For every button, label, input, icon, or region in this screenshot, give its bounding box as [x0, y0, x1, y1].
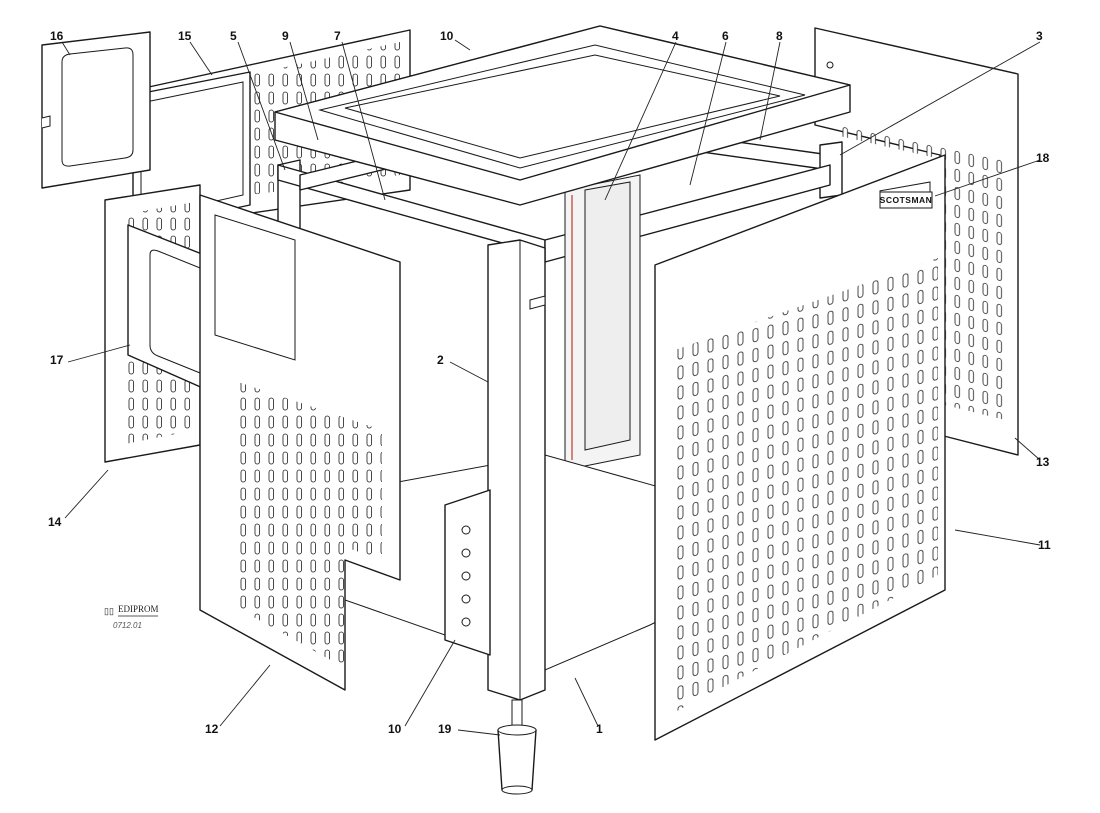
callout-5: 5: [230, 29, 237, 43]
leader-lines: [61, 39, 1041, 736]
callout-10-top: 10: [440, 29, 454, 43]
callout-15: 15: [178, 29, 192, 43]
callout-2: 2: [437, 353, 444, 367]
callout-3: 3: [1036, 29, 1043, 43]
svg-text:▯▯: ▯▯: [104, 606, 114, 616]
brand-plate-text: SCOTSMAN: [880, 195, 933, 205]
callout-11: 11: [1038, 538, 1051, 552]
top-lid: [274, 25, 851, 206]
callout-12: 12: [205, 722, 219, 736]
brand-plate: SCOTSMAN: [879, 191, 933, 209]
callout-10-bottom: 10: [388, 722, 402, 736]
callout-7: 7: [334, 29, 341, 43]
callout-14: 14: [48, 515, 62, 529]
adjustable-foot: [497, 699, 537, 795]
lower-bracket: [444, 489, 491, 656]
publisher-logo-text: EDIPROM: [118, 604, 159, 614]
callout-13: 13: [1036, 455, 1050, 469]
front-right-panel: [654, 154, 946, 741]
front-left-panel: [199, 194, 401, 691]
callout-18: 18: [1036, 151, 1050, 165]
publisher-logo: ▯▯ EDIPROM 0712.01: [104, 604, 159, 630]
front-corner-post: [487, 239, 546, 701]
callout-6: 6: [722, 29, 729, 43]
callout-labels: 16 15 5 9 7 10 4 6 8 3 18 2 17 14 13 11 …: [48, 29, 1051, 736]
callout-16: 16: [50, 29, 64, 43]
callout-9: 9: [282, 29, 289, 43]
callout-19: 19: [438, 722, 452, 736]
callout-8: 8: [776, 29, 783, 43]
callout-4: 4: [672, 29, 679, 43]
access-hatch: [41, 31, 151, 189]
callout-17: 17: [50, 353, 64, 367]
callout-1: 1: [596, 722, 603, 736]
drawing-code: 0712.01: [113, 621, 142, 630]
